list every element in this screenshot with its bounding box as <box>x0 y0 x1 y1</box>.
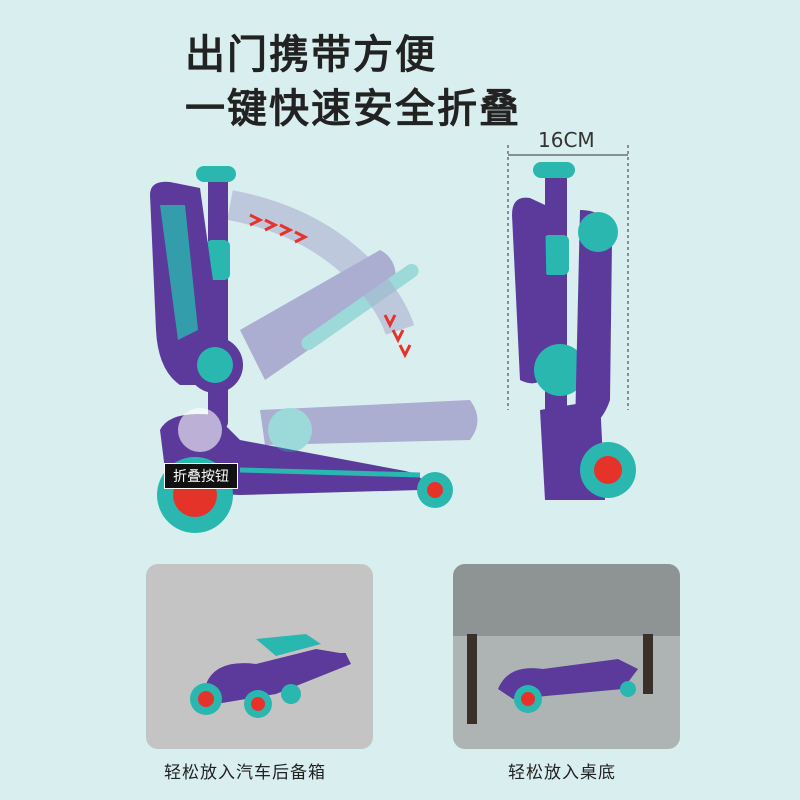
fold-direction-arrows <box>249 213 412 359</box>
headline: 出门携带方便 一键快速安全折叠 <box>185 28 521 136</box>
caption-car-trunk: 轻松放入汽车后备箱 <box>164 763 326 783</box>
fold-button-highlight <box>178 408 222 452</box>
scooter-illustration <box>150 145 636 533</box>
width-dimension-line <box>507 145 629 410</box>
headline-line-2: 一键快速安全折叠 <box>185 86 521 132</box>
car-trunk-photo <box>146 564 373 749</box>
caption-under-table: 轻松放入桌底 <box>508 763 616 783</box>
fold-button-tag: 折叠按钮 <box>164 463 238 489</box>
headline-line-1: 出门携带方便 <box>185 32 437 78</box>
folded-scooter-photo-right <box>453 564 680 724</box>
width-dimension-label: 16CM <box>538 128 595 152</box>
folded-scooter <box>512 162 636 500</box>
folding-motion-ghost <box>227 190 478 452</box>
folded-scooter-photo-left <box>190 634 351 718</box>
under-table-photo <box>453 564 680 749</box>
